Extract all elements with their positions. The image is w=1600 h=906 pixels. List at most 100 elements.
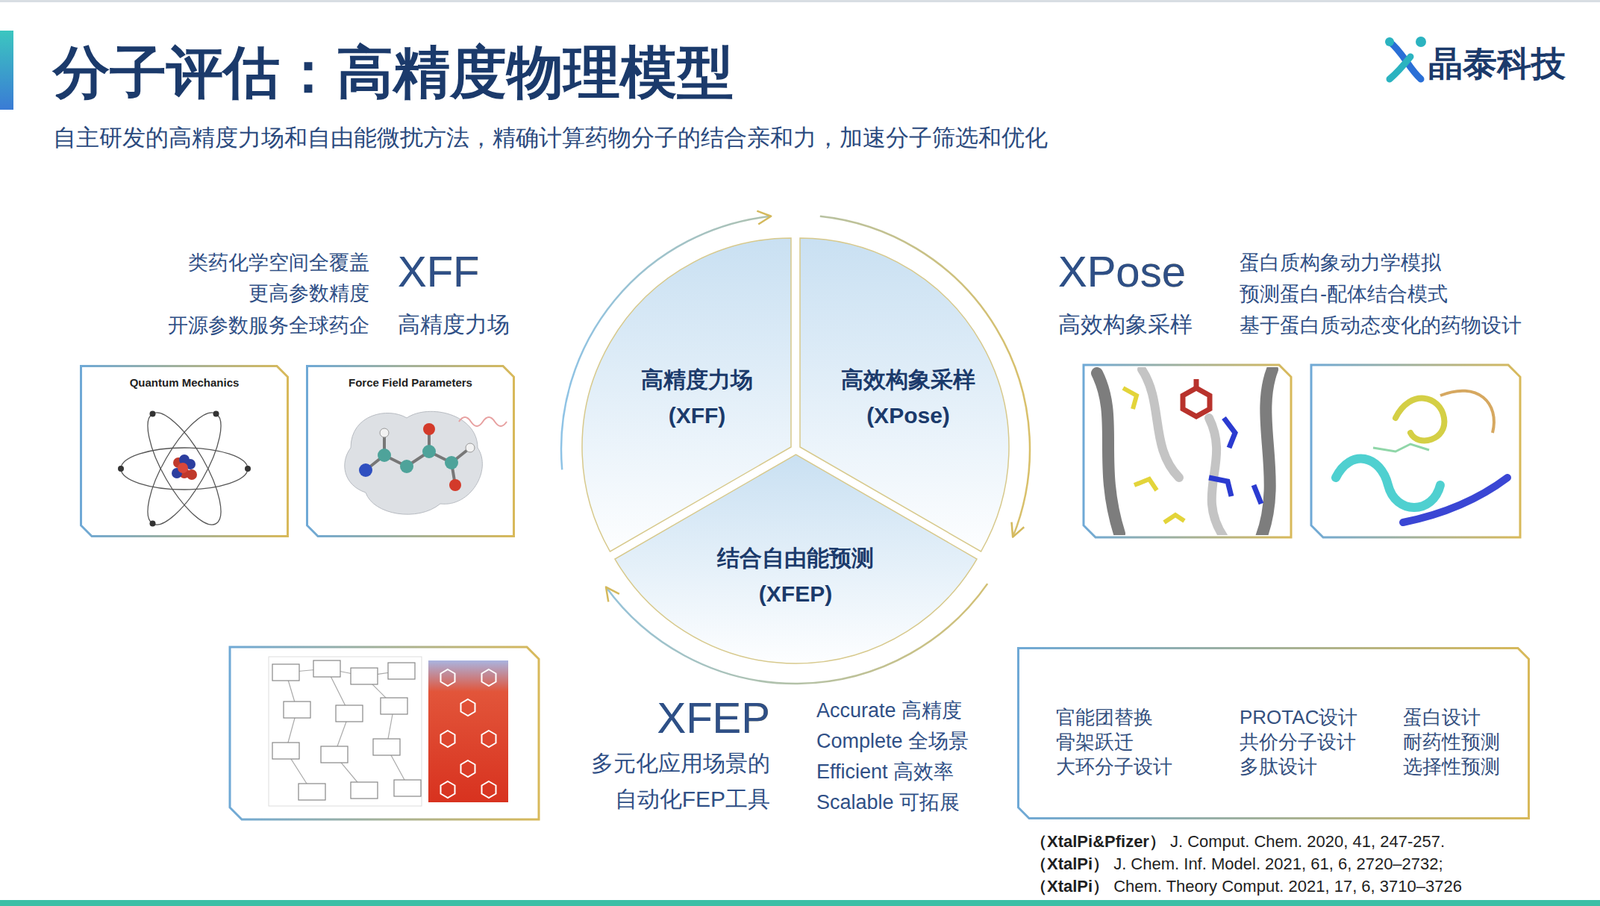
decor-line <box>791 698 795 812</box>
decor-circle <box>150 520 156 527</box>
decor-path <box>1389 41 1421 80</box>
decor-g <box>272 660 421 800</box>
decor-rect <box>350 782 378 799</box>
decor-circle <box>449 479 462 492</box>
decor-circle <box>1415 36 1427 48</box>
decor-rect <box>380 697 408 715</box>
decor-rect <box>268 656 422 806</box>
decor-path <box>1164 514 1185 523</box>
module-subtitle: 多元化应用场景的 自动化FEP工具 <box>577 745 771 818</box>
feature-item: 预测蛋白-配体结合模式 <box>1239 282 1448 308</box>
decor-circle <box>117 465 124 472</box>
decor-path <box>1134 479 1157 491</box>
feature-item: 蛋白质构象动力学模拟 <box>1239 250 1442 277</box>
decor-g <box>614 454 977 664</box>
decor-ellipse <box>134 402 234 534</box>
feature-item: Complete 全场景 <box>816 729 969 755</box>
decor-path <box>458 417 507 427</box>
decor-path <box>1335 458 1441 508</box>
decor-polygon <box>229 647 539 820</box>
decor-path <box>1440 391 1495 433</box>
bottom-bar <box>0 900 1600 906</box>
application-box: 官能团替换骨架跃迁大环分子设计PROTAC设计共价分子设计多肽设计蛋白设计耐药性… <box>1017 647 1530 820</box>
feature-item: Accurate 高精度 <box>816 698 962 724</box>
feature-item: Efficient 高效率 <box>816 759 954 786</box>
decor-polyline <box>365 447 471 471</box>
decor-ellipse <box>134 402 234 534</box>
logo-text: 晶泰科技 <box>1428 42 1566 86</box>
module-name: XPose <box>1058 244 1186 300</box>
decor-rect <box>428 660 509 803</box>
application-item: 官能团替换 <box>1055 705 1153 730</box>
feature-item: Scalable 可拓展 <box>816 790 960 816</box>
image-frame: Quantum Mechanics <box>79 364 289 538</box>
application-item: PROTAC设计 <box>1239 705 1358 730</box>
decor-path <box>1097 373 1120 534</box>
decor-path <box>1395 398 1445 442</box>
decor-use <box>482 730 497 748</box>
decor-circle <box>465 443 475 453</box>
decor-path <box>1223 417 1236 448</box>
decor-ellipse <box>120 447 248 490</box>
cycle-arrowhead <box>605 587 620 603</box>
node-outline <box>305 364 515 538</box>
application-item: 选择性预测 <box>1402 754 1500 780</box>
cycle-arrowhead <box>756 211 771 225</box>
logo-icon <box>1385 36 1427 80</box>
feature-item: 开源参数服务全球药企 <box>167 313 370 339</box>
feature-item: 更高参数精度 <box>248 281 370 307</box>
protein-illustration <box>1097 369 1273 536</box>
feature-item: 类药化学空间全覆盖 <box>188 250 370 277</box>
decor-path <box>1261 369 1273 536</box>
decor-polygon <box>1311 364 1521 538</box>
decor-rect <box>394 779 421 797</box>
decor-polygon <box>1083 364 1292 538</box>
decor-rect <box>320 746 348 763</box>
decor-rect <box>283 701 311 718</box>
decor-circle <box>244 465 251 472</box>
reference-source: （XtalPi） <box>1030 853 1109 875</box>
decor-path <box>1389 56 1411 80</box>
cycle-arrowhead <box>1011 522 1025 538</box>
frame-outline <box>307 366 515 537</box>
reference-citation: J. Comput. Chem. 2020, 41, 247-257. <box>1170 831 1445 853</box>
application-item: 大环分子设计 <box>1055 754 1173 780</box>
decor-circle <box>186 469 198 480</box>
decor-use <box>461 699 476 716</box>
fep-map-illustration <box>229 647 539 820</box>
decor-circle <box>213 410 220 417</box>
decor-use <box>441 781 456 798</box>
decor-circle <box>1385 37 1395 47</box>
decor-use <box>441 730 456 748</box>
sector-shape <box>614 454 977 664</box>
reference-source: （XtalPi） <box>1030 876 1109 898</box>
decor-path <box>1208 477 1232 497</box>
sector-label: 高精度力场 (XFF) <box>632 361 761 434</box>
application-item: 骨架跃迁 <box>1055 729 1134 755</box>
decor-rect <box>350 667 378 685</box>
decor-line <box>382 252 385 337</box>
image-title: Force Field Parameters <box>348 376 473 391</box>
frame-outline <box>1018 648 1530 819</box>
reference-citation: Chem. Theory Comput. 2021, 17, 6, 3710–3… <box>1113 876 1462 898</box>
decor-path <box>1373 444 1430 452</box>
decor-circle <box>444 455 459 470</box>
module-subtitle: 高效构象采样 <box>1058 310 1193 339</box>
decor-circle <box>358 463 373 477</box>
decor-circle <box>177 462 189 474</box>
application-item: 多肽设计 <box>1239 754 1318 780</box>
top-rule <box>0 0 1600 3</box>
decor-g <box>285 668 409 792</box>
protein-illustration <box>1335 391 1508 523</box>
sector-label: 高效构象采样 (XPose) <box>832 361 983 434</box>
decor-path <box>1402 477 1508 523</box>
decor-rect <box>313 660 341 677</box>
decor-circle <box>423 423 436 436</box>
decor-path <box>1253 485 1262 504</box>
image-frame: Force Field Parameters <box>305 364 515 538</box>
image-title: Quantum Mechanics <box>129 376 240 391</box>
application-item: 蛋白设计 <box>1402 705 1481 730</box>
cycle-ring <box>561 211 1030 684</box>
title-bar <box>0 30 14 110</box>
